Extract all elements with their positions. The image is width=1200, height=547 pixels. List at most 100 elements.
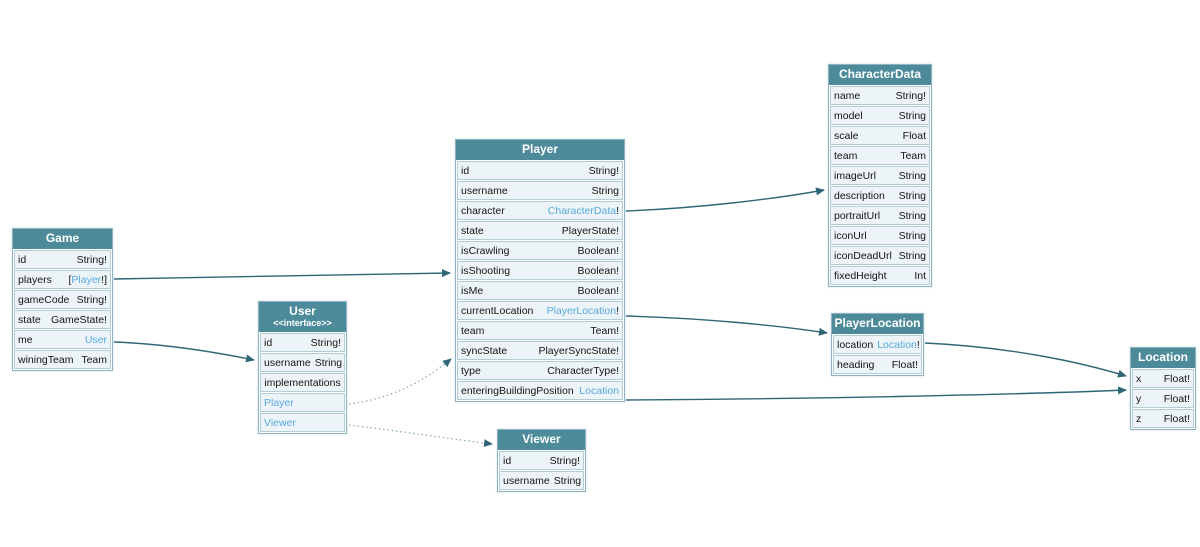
- field-type: PlayerState!: [562, 225, 619, 237]
- edge-user-player-implementation: [348, 358, 452, 405]
- field-name: username: [461, 184, 508, 197]
- type-text: CharacterType!: [547, 364, 619, 377]
- table-header-playerlocation[interactable]: PlayerLocation: [832, 314, 923, 334]
- field-type: String: [899, 230, 926, 242]
- field-type: String!: [550, 455, 580, 467]
- field-name: id: [264, 336, 273, 349]
- table-row-viewer-id: id String!: [499, 451, 584, 470]
- type-link[interactable]: User: [84, 333, 107, 346]
- type-text: PlayerState!: [561, 224, 619, 237]
- table-title: Location: [1138, 350, 1188, 365]
- field-name: players: [18, 273, 52, 286]
- type-text: String: [898, 169, 926, 182]
- field-name: id: [503, 454, 512, 467]
- field-type: String: [899, 190, 926, 202]
- field-name: enteringBuildingPosition: [461, 384, 574, 397]
- field-link[interactable]: Viewer: [264, 416, 296, 429]
- field-name: scale: [834, 129, 859, 142]
- type-link[interactable]: Player: [71, 273, 102, 286]
- table-subtitle: <<interface>>: [273, 317, 332, 328]
- field-type: Team!: [590, 325, 619, 337]
- table-header-location[interactable]: Location: [1131, 348, 1195, 368]
- type-text: Boolean!: [577, 284, 619, 297]
- type-text: String: [591, 184, 619, 197]
- edge-player-currentlocation-to-playerlocation: [625, 315, 828, 336]
- table-title: PlayerLocation: [834, 316, 921, 331]
- type-text: Int: [914, 269, 926, 282]
- field-name: team: [461, 324, 485, 337]
- field-name: heading: [837, 358, 875, 371]
- type-text: Float!: [1163, 392, 1190, 405]
- field-type: CharacterType!: [547, 365, 619, 377]
- field-type: String: [592, 185, 619, 197]
- type-text: !: [616, 204, 619, 217]
- table-header-game[interactable]: Game: [13, 229, 112, 249]
- table-header-characterdata[interactable]: CharacterData: [829, 65, 931, 85]
- table-title: Player: [521, 142, 559, 157]
- edge-player-character-to-characterdata: [625, 187, 825, 212]
- table-header-viewer[interactable]: Viewer: [498, 430, 585, 450]
- type-text: String!: [549, 454, 580, 467]
- type-text: String!: [588, 164, 619, 177]
- field-type: String: [899, 110, 926, 122]
- field-name: state: [18, 313, 41, 326]
- field-name: id: [18, 253, 27, 266]
- field-name: name: [834, 89, 861, 102]
- field-type: String: [554, 475, 581, 487]
- type-text: String: [898, 249, 926, 262]
- table-header-player[interactable]: Player: [456, 140, 624, 160]
- field-name: iconUrl: [834, 229, 867, 242]
- field-type: Location: [579, 385, 619, 397]
- type-text: Team!: [590, 324, 619, 337]
- type-text: String: [314, 356, 343, 369]
- type-text: String!: [76, 253, 107, 266]
- type-link[interactable]: CharacterData: [547, 204, 617, 217]
- type-text: Team: [81, 353, 107, 366]
- edge-game-me-to-user: [113, 341, 255, 363]
- table-header-user[interactable]: User<<interface>>: [259, 302, 346, 332]
- field-name: y: [1136, 392, 1142, 405]
- field-name: winingTeam: [18, 353, 74, 366]
- table-row-user-viewer: Viewer: [260, 413, 345, 432]
- table-row-game-players: players[Player!]: [14, 270, 111, 289]
- field-type: String!: [589, 165, 619, 177]
- field-link[interactable]: Player: [264, 396, 294, 409]
- field-name: z: [1136, 412, 1142, 425]
- type-link[interactable]: Location: [877, 338, 917, 351]
- field-type: String: [315, 357, 342, 369]
- field-type: String!: [77, 294, 107, 306]
- type-text: PlayerSyncState!: [538, 344, 619, 357]
- table-row-location-y: y Float!: [1132, 389, 1194, 408]
- field-type: PlayerLocation!: [547, 305, 619, 317]
- field-type: PlayerSyncState!: [538, 345, 619, 357]
- table-row-game-id: id String!: [14, 250, 111, 269]
- type-text: Team: [900, 149, 926, 162]
- type-link[interactable]: PlayerLocation: [546, 304, 617, 317]
- type-text: Float: [902, 129, 926, 142]
- type-link[interactable]: Location: [579, 384, 619, 397]
- field-type: Float!: [1164, 393, 1190, 405]
- type-text: Float!: [891, 358, 918, 371]
- field-type: Boolean!: [578, 285, 619, 297]
- field-type: String: [899, 210, 926, 222]
